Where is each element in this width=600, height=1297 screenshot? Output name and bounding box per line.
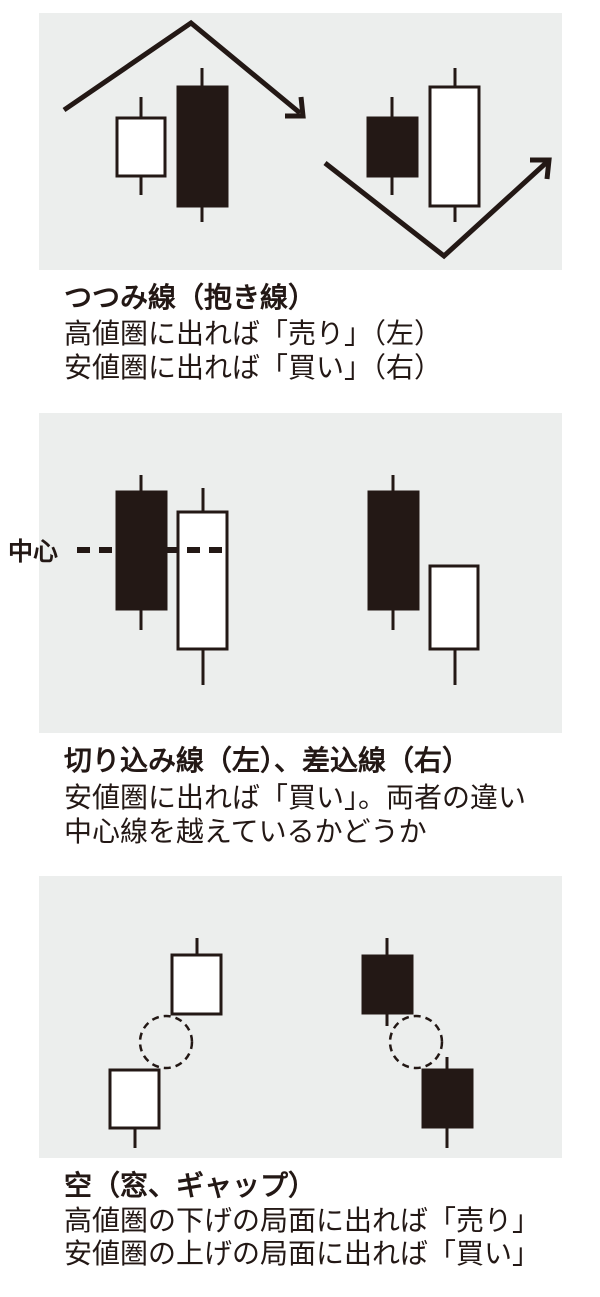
black-candle <box>421 1068 474 1129</box>
black-candle <box>361 954 414 1015</box>
bullish-engulfing-pair <box>366 68 481 222</box>
arrowhead-up-right-icon <box>530 157 552 180</box>
downtrend-then-up-arrow <box>323 160 549 260</box>
section-line: 安値圏に出れば「買い」。両者の違い <box>64 781 526 814</box>
gap-panel <box>39 876 562 1158</box>
white-candle <box>108 1068 161 1130</box>
black-candle <box>176 85 229 208</box>
white-candle <box>170 953 223 1016</box>
white-candle <box>428 564 480 651</box>
section-title: つつみ線（抱き線） <box>64 281 316 314</box>
black-candle <box>366 116 419 178</box>
section-line: 高値圏の下げの局面に出れば「売り」 <box>64 1204 540 1237</box>
section-title: 空（窓、ギャップ） <box>64 1169 316 1202</box>
uptrend-then-down-arrow <box>62 19 302 115</box>
section-title: 切り込み線（左）、差込線（右） <box>64 744 470 777</box>
white-candle <box>428 85 481 208</box>
piercing-panel: 中心 <box>8 413 562 733</box>
gap-circle <box>138 1014 194 1070</box>
white-candle <box>176 510 229 651</box>
section-line: 高値圏に出れば「売り」（左） <box>64 317 442 350</box>
center-label: 中心 <box>8 537 58 566</box>
engulfing-panel <box>39 13 562 270</box>
white-candle <box>115 116 167 178</box>
section-line: 安値圏に出れば「買い」（右） <box>64 351 442 384</box>
gap-circle <box>388 1014 444 1070</box>
section-line: 中心線を越えているかどうか <box>64 815 427 848</box>
section-line: 安値圏の上げの局面に出れば「買い」 <box>64 1237 540 1270</box>
black-candle <box>367 490 420 611</box>
arrowhead-down-right-icon <box>285 96 306 119</box>
bearish-engulfing-pair <box>115 68 229 222</box>
